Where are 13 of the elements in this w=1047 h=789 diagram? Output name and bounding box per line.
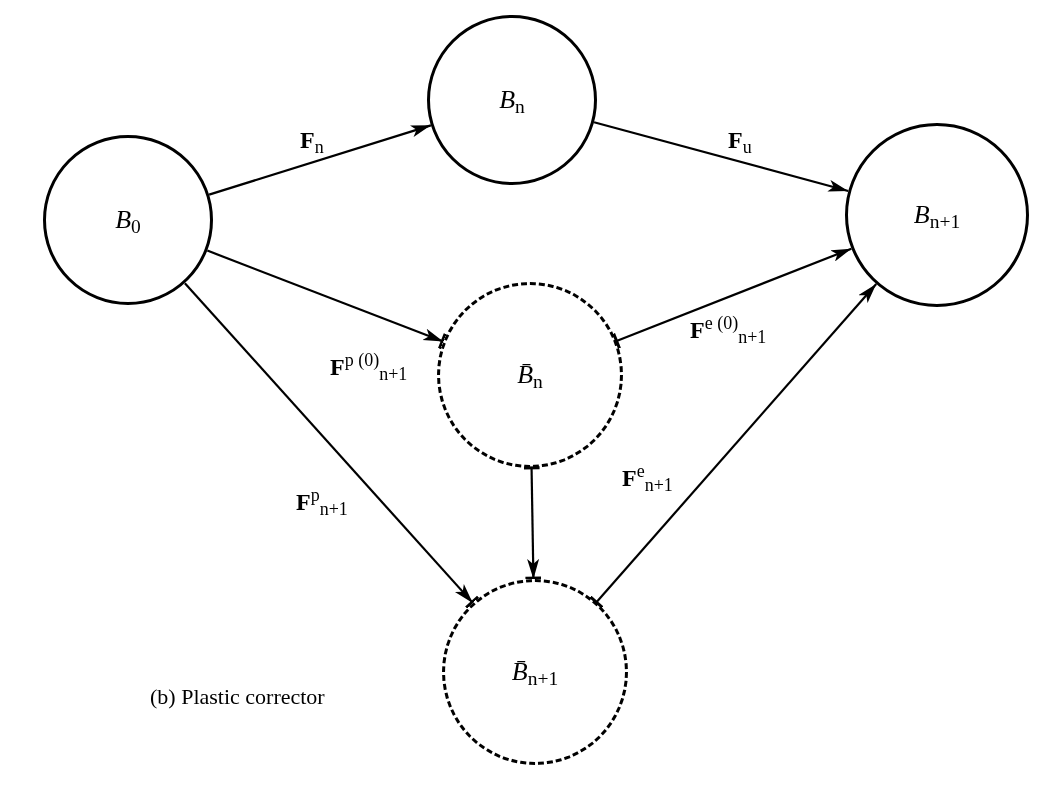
node-label: B̄$_{n}$ — [517, 362, 543, 388]
node-label: B$_{n}$ — [499, 87, 525, 113]
arrow — [208, 124, 432, 196]
arrow — [588, 283, 878, 609]
node-label: B$_{n+1}$ — [913, 202, 961, 228]
node-label: B$_{0}$ — [115, 207, 141, 233]
arrow — [522, 466, 543, 581]
node-label: B̄$_{n+1}$ — [511, 659, 559, 685]
arrow — [206, 249, 447, 351]
arrow — [593, 121, 849, 193]
arrow — [184, 282, 480, 609]
arrow — [612, 247, 852, 350]
caption: (b) Plastic corrector — [150, 683, 325, 711]
